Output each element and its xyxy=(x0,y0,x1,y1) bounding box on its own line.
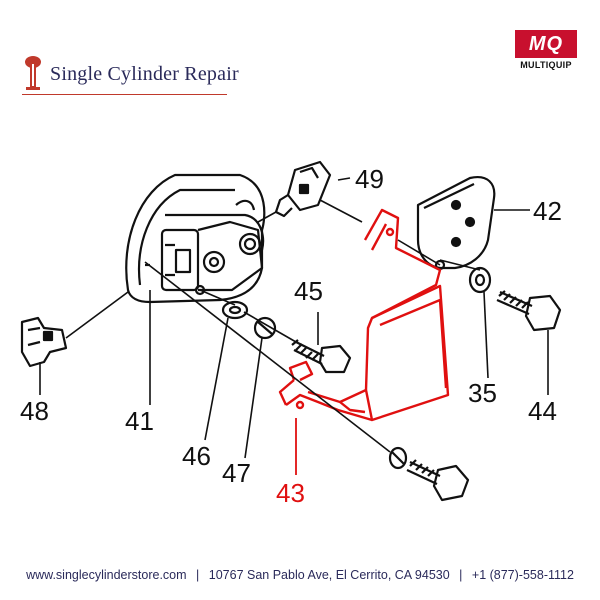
footer-separator: | xyxy=(459,568,463,582)
part-46-washer xyxy=(221,300,249,320)
part-45-bolt xyxy=(291,339,352,374)
assembly-lines xyxy=(65,199,481,453)
footer-separator: | xyxy=(196,568,200,582)
part-41-housing xyxy=(125,173,266,304)
part-35-washer xyxy=(468,266,492,294)
parts-diagram: 41 42 43 44 45 46 47 48 49 35 xyxy=(20,160,562,508)
callout-35: 35 xyxy=(468,378,497,408)
footer-phone[interactable]: +1 (877)-558-1112 xyxy=(471,568,574,582)
part-43-bracket xyxy=(278,208,450,422)
lower-bolt xyxy=(388,446,470,502)
callout-46: 46 xyxy=(182,441,211,471)
callout-49: 49 xyxy=(355,164,384,194)
footer-address: 10767 San Pablo Ave, El Cerrito, CA 9453… xyxy=(208,568,450,582)
callout-44: 44 xyxy=(528,396,557,426)
header: Single Cylinder Repair MQ MULTIQUIP xyxy=(0,0,600,100)
site-name: Single Cylinder Repair xyxy=(50,62,239,85)
cylinder-logo-icon xyxy=(25,56,41,90)
site-brand[interactable]: Single Cylinder Repair xyxy=(22,54,239,95)
part-48-fitting xyxy=(20,316,68,368)
part-49-fitting xyxy=(257,160,332,223)
callout-labels: 41 42 43 44 45 46 47 48 49 35 xyxy=(20,164,562,508)
callout-48: 48 xyxy=(20,396,49,426)
footer-website-link[interactable]: www.singlecylinderstore.com xyxy=(26,568,187,582)
callout-47: 47 xyxy=(222,458,251,488)
mq-badge: MQ xyxy=(515,30,577,58)
brand-underline xyxy=(22,94,227,95)
part-42-plate xyxy=(416,176,496,271)
callout-41: 41 xyxy=(125,406,154,436)
mq-wordmark: MULTIQUIP xyxy=(520,60,572,70)
part-47-lockwasher xyxy=(253,316,277,340)
callout-45: 45 xyxy=(294,276,323,306)
multiquip-logo: MQ MULTIQUIP xyxy=(512,30,580,70)
footer: www.singlecylinderstore.com | 10767 San … xyxy=(0,568,600,582)
callout-43[interactable]: 43 xyxy=(276,478,305,508)
part-44-bolt xyxy=(496,290,562,332)
callout-42: 42 xyxy=(533,196,562,226)
callout-leaders xyxy=(39,177,549,459)
mq-letters: MQ xyxy=(528,32,564,55)
